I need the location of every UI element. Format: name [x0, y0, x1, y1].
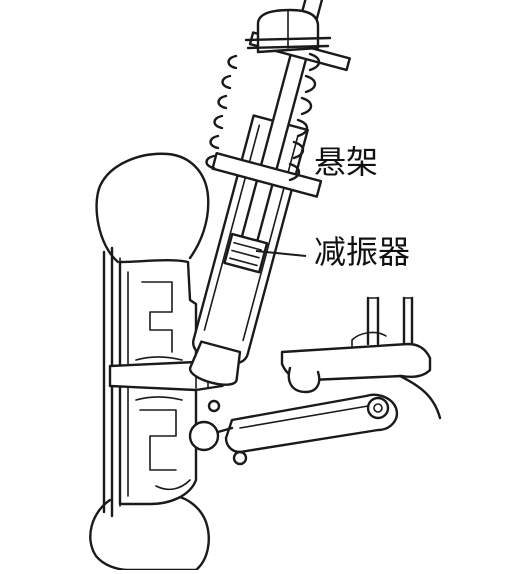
shock-absorber [189, 0, 351, 386]
subframe [280, 296, 442, 420]
shock-absorber-label: 减振器 [314, 233, 411, 271]
coil-spring [205, 52, 321, 182]
suspension-label: 悬架 [314, 143, 379, 181]
lower-control-arm [188, 393, 399, 466]
shock-absorber-leader-line [255, 250, 307, 257]
tire [89, 152, 210, 572]
top-mount [244, 8, 332, 54]
